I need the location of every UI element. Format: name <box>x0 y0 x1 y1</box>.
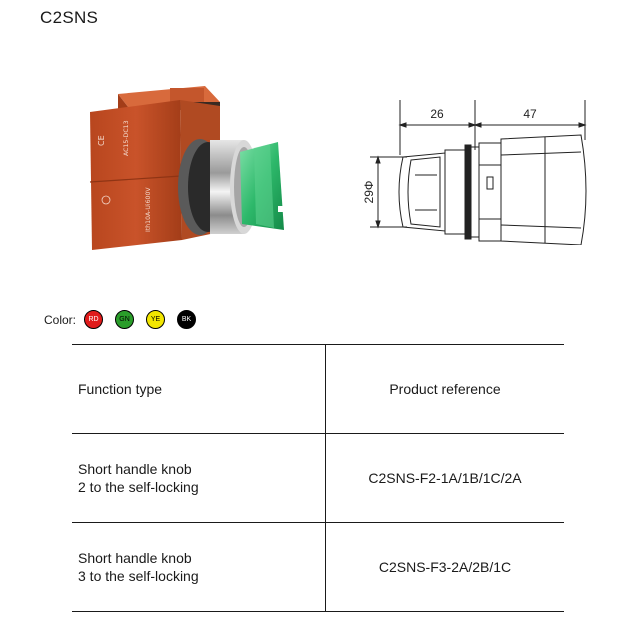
color-options: Color: RD GN YE BK <box>44 310 208 329</box>
color-swatch-black: BK <box>177 310 197 329</box>
reference-cell: C2SNS-F3-2A/2B/1C <box>325 522 564 612</box>
function-cell: Short handle knob 3 to the self-locking <box>72 522 326 612</box>
color-swatch-red: RD <box>84 310 104 329</box>
table-row: Short handle knob 2 to the self-locking … <box>72 433 564 523</box>
dimension-drawing: 26 47 29Φ <box>362 100 587 245</box>
dim-body-length: 47 <box>523 107 537 121</box>
color-swatch-green: GN <box>115 310 135 329</box>
dim-front-length: 26 <box>430 107 444 121</box>
table-row: Short handle knob 3 to the self-locking … <box>72 522 564 612</box>
product-photo: AC15-DC13 Ith10A-Ui600V CE <box>89 86 284 250</box>
header-product-reference: Product reference <box>325 344 564 434</box>
rating-text-bottom: Ith10A-Ui600V <box>145 187 152 232</box>
reference-cell: C2SNS-F2-1A/1B/1C/2A <box>325 433 564 523</box>
rating-text-top: AC15-DC13 <box>123 120 130 156</box>
function-cell: Short handle knob 2 to the self-locking <box>72 433 326 523</box>
dim-diameter: 29Φ <box>362 181 376 204</box>
color-label: Color: <box>44 312 77 327</box>
ce-mark: CE <box>97 135 106 146</box>
product-table: Function type Product reference Short ha… <box>72 344 564 612</box>
header-function-type: Function type <box>72 344 326 434</box>
page-title: C2SNS <box>40 8 99 27</box>
table-header-row: Function type Product reference <box>72 344 564 434</box>
cert-mark-icon <box>101 195 111 205</box>
color-swatch-yellow: YE <box>146 310 166 329</box>
